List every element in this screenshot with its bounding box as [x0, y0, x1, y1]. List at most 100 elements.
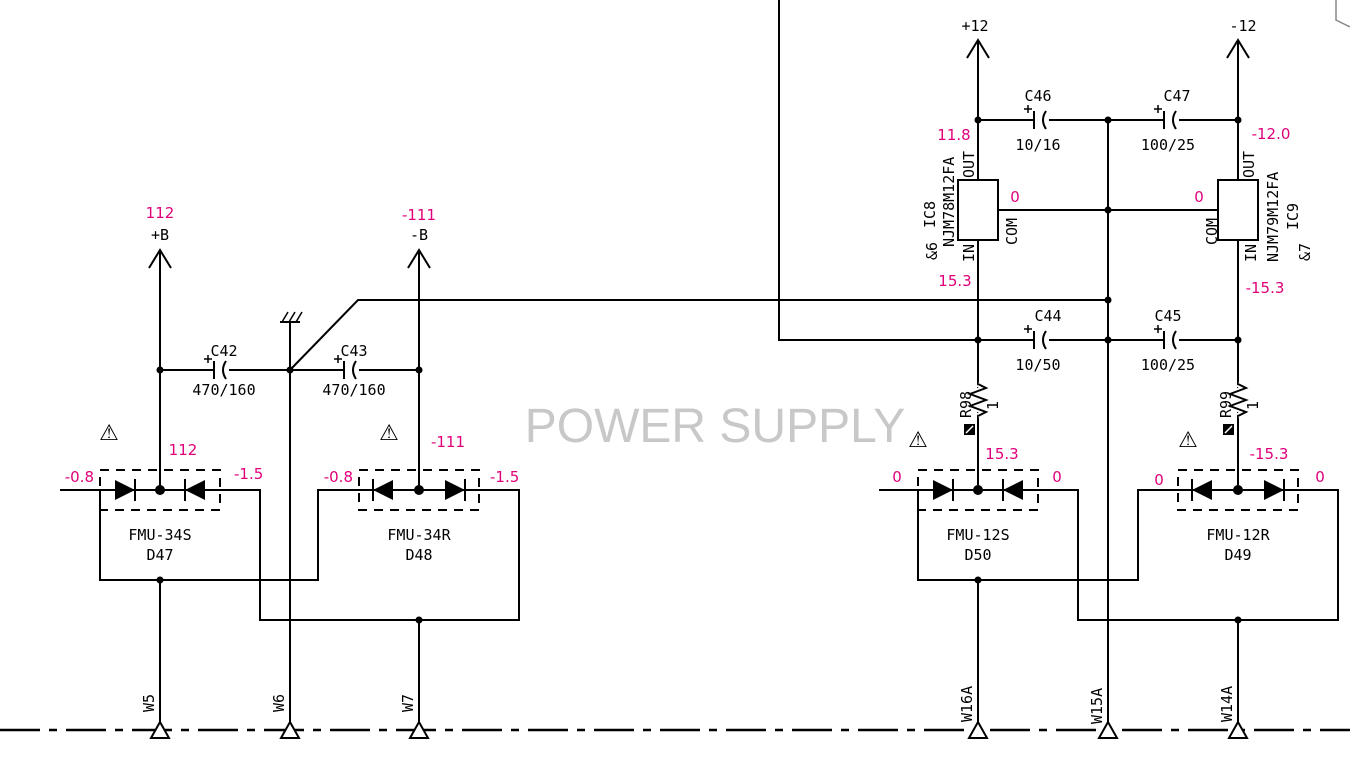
d49-diode-right [1264, 479, 1285, 501]
ic8-ref: IC8 [921, 201, 939, 228]
d47-part: FMU-34S [128, 526, 191, 544]
node [415, 366, 423, 374]
d48-part: FMU-34R [387, 526, 451, 544]
d50-diode-left [933, 479, 954, 501]
c45-value: 100/25 [1141, 356, 1195, 374]
c44-capacitor [1024, 325, 1047, 350]
w6-connector-icon [279, 719, 301, 739]
neg12-label: -12 [1229, 17, 1256, 35]
c44-value: 10/50 [1015, 356, 1060, 374]
pos12-arrow [966, 38, 990, 59]
ic8-part: NJM78M12FA [940, 157, 958, 247]
neg-b-label: -B [410, 226, 428, 244]
r98-value: 1 [984, 401, 1002, 410]
input-feed-wire [778, 0, 978, 341]
ic8-v-in: 15.3 [938, 272, 971, 290]
d48-v-center: -111 [431, 433, 465, 451]
c45-ref: C45 [1154, 307, 1181, 325]
d49-diode-left [1191, 479, 1212, 501]
node [1233, 485, 1243, 495]
d48-warning-icon: ⚠ [379, 421, 399, 446]
d49-v-center: -15.3 [1250, 445, 1289, 463]
c42-value: 470/160 [192, 381, 255, 399]
node [155, 485, 165, 495]
c43-capacitor [334, 355, 357, 380]
d47-v-left: -0.8 [65, 468, 94, 486]
watermark-title: POWER SUPPLY [525, 400, 906, 453]
r99-ref: R99 [1217, 391, 1235, 418]
ic9-v-com: 0 [1194, 188, 1204, 206]
ic9-v-in: -15.3 [1246, 279, 1285, 297]
c43-ref: C43 [340, 342, 367, 360]
c44-ref: C44 [1034, 307, 1061, 325]
r98-safety-mark-icon [964, 424, 975, 435]
w5-connector-icon [149, 719, 171, 739]
ic8-v-out: 11.8 [937, 126, 970, 144]
d50-v-right: 0 [1052, 468, 1062, 486]
c45-capacitor [1154, 325, 1177, 350]
r98-ref: R98 [957, 391, 975, 418]
d50-v-left: 0 [892, 468, 902, 486]
w15a-connector-icon [1097, 719, 1119, 739]
c47-value: 100/25 [1141, 136, 1195, 154]
d49-v-right: 0 [1315, 468, 1325, 486]
node [1234, 116, 1242, 124]
ground-bus-wire [289, 299, 1108, 371]
node [1104, 116, 1112, 124]
w5-label: W5 [140, 694, 158, 712]
page-corner-edge [1335, 0, 1350, 28]
d47-warning-icon: ⚠ [99, 421, 119, 446]
w16a-connector-icon [967, 719, 989, 739]
ic9-com-pin: COM [1203, 218, 1221, 245]
node [1104, 336, 1112, 344]
c42-capacitor [204, 355, 227, 380]
node [1104, 206, 1112, 214]
ic8-v-com: 0 [1010, 188, 1020, 206]
d50-ref: D50 [964, 546, 991, 564]
node [1234, 616, 1242, 624]
node [414, 485, 424, 495]
ic9-ref: IC9 [1284, 203, 1302, 230]
node [156, 576, 164, 584]
d49-part: FMU-12R [1206, 526, 1270, 544]
d48-v-right: -1.5 [490, 468, 519, 486]
neg-b-arrow [407, 248, 431, 269]
ic8-out-pin: OUT [960, 151, 978, 178]
ic8-com-pin: COM [1003, 218, 1021, 245]
d47-v-right: -1.5 [234, 465, 263, 483]
c46-capacitor [1024, 105, 1047, 130]
pos-b-label: +B [151, 226, 169, 244]
r98-zigzag [967, 383, 989, 417]
w15a-label: W15A [1088, 688, 1106, 724]
d49-warning-icon: ⚠ [1178, 428, 1198, 453]
d50-d49-block-frame [879, 489, 1158, 581]
w7-connector-icon [408, 719, 430, 739]
r99-zigzag [1227, 383, 1249, 417]
ic9-body [1217, 179, 1259, 241]
d48-v-left: -0.8 [324, 468, 353, 486]
ic8-in-pin: IN [960, 244, 978, 262]
node [415, 616, 423, 624]
d50-part: FMU-12S [946, 526, 1009, 544]
node [1234, 336, 1242, 344]
d47-d48-block-frame-2 [220, 489, 520, 621]
r99-safety-mark-icon [1223, 424, 1234, 435]
node [974, 116, 982, 124]
ic9-out-pin: OUT [1240, 151, 1258, 178]
c47-ref: C47 [1163, 87, 1190, 105]
c47-capacitor [1154, 105, 1177, 130]
ic9-ref2: &7 [1296, 243, 1314, 261]
pos-b-voltage: 112 [146, 204, 175, 222]
d48-ref: D48 [405, 546, 432, 564]
ic9-v-out: -12.0 [1252, 125, 1291, 143]
node [156, 366, 164, 374]
d47-ref: D47 [146, 546, 173, 564]
ic8-body [957, 179, 999, 241]
neg-b-voltage: -111 [402, 206, 436, 224]
d50-d49-block-frame-2 [1038, 489, 1339, 621]
ic8-ref2: &6 [923, 242, 941, 260]
d47-dashed-outline [99, 469, 221, 511]
w14a-label: W14A [1218, 686, 1236, 722]
d48-diode-right [445, 479, 466, 501]
